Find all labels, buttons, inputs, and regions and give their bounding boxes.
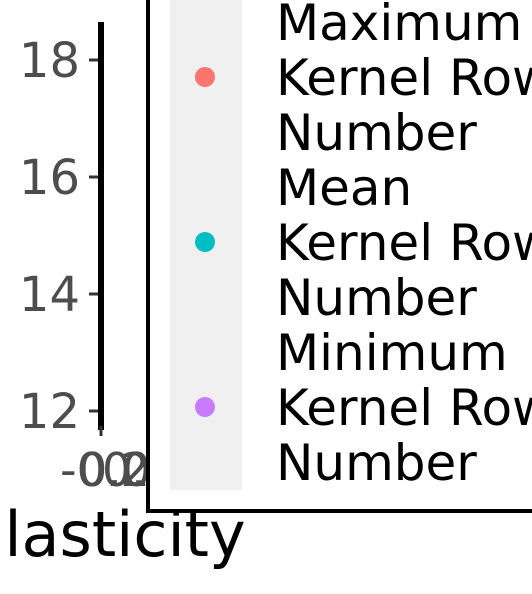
legend-entry-label: Maximum	[276, 0, 522, 52]
legend-key-point	[195, 232, 215, 252]
y-tick-label: 16	[19, 150, 80, 206]
legend-entry-label: Kernel Row	[276, 49, 532, 107]
legend-entry-label: Mean	[276, 159, 412, 217]
y-tick-label: 14	[19, 267, 80, 323]
legend-entry-label: Number	[276, 104, 477, 162]
legend-entry-label: Kernel Row	[276, 214, 532, 272]
y-axis-ticks: 12 14 16 18	[19, 33, 98, 440]
legend-key-point	[195, 67, 215, 87]
legend-entry-label: Number	[276, 434, 477, 492]
y-tick-label: 18	[19, 33, 80, 89]
legend-entry-label: Minimum	[276, 324, 508, 382]
y-tick-label: 12	[19, 384, 80, 440]
legend-entry-label: Kernel Row	[276, 379, 532, 437]
legend-key-point	[195, 397, 215, 417]
legend-entry-label: Number	[276, 269, 477, 327]
